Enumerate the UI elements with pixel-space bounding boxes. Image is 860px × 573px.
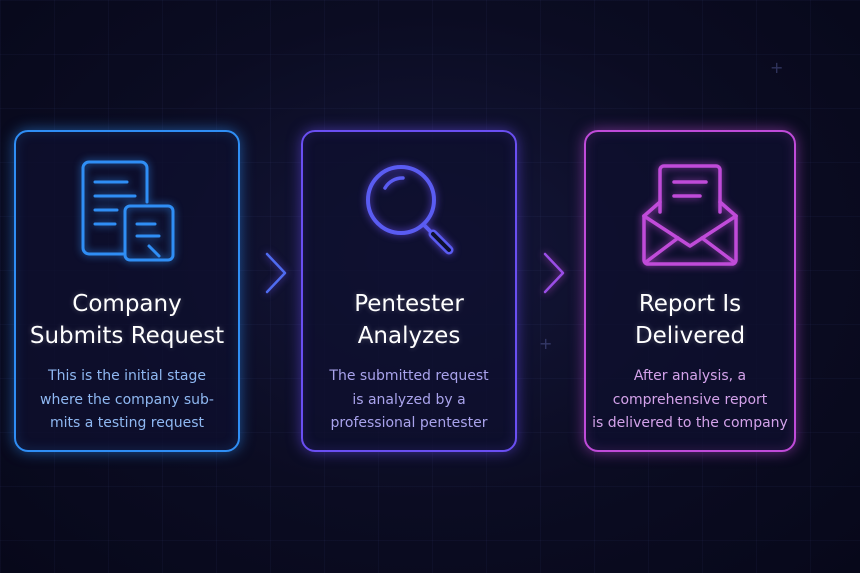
step-description: After analysis, a comprehensive report i… <box>592 368 788 431</box>
step-title: Report Is Delivered <box>634 291 746 349</box>
chevron-right-icon <box>541 250 567 300</box>
step-title: Pentester Analyzes <box>354 291 464 349</box>
envelope-icon <box>638 162 742 272</box>
document-icon <box>77 156 177 268</box>
step-card-pentester-analyzes: Pentester Analyzes The submitted request… <box>301 130 517 452</box>
plus-decoration: + <box>539 334 553 353</box>
magnifying-glass-icon <box>359 158 459 266</box>
step-title: Company Submits Request <box>29 291 225 349</box>
step-description: The submitted request is analyzed by a p… <box>329 368 489 431</box>
step-card-company-submits: Company Submits Request This is the init… <box>14 130 240 452</box>
chevron-right-icon <box>263 250 289 300</box>
step-card-report-delivered: Report Is Delivered After analysis, a co… <box>584 130 796 452</box>
step-description: This is the initial stage where the comp… <box>40 368 214 431</box>
plus-decoration: + <box>770 58 784 77</box>
